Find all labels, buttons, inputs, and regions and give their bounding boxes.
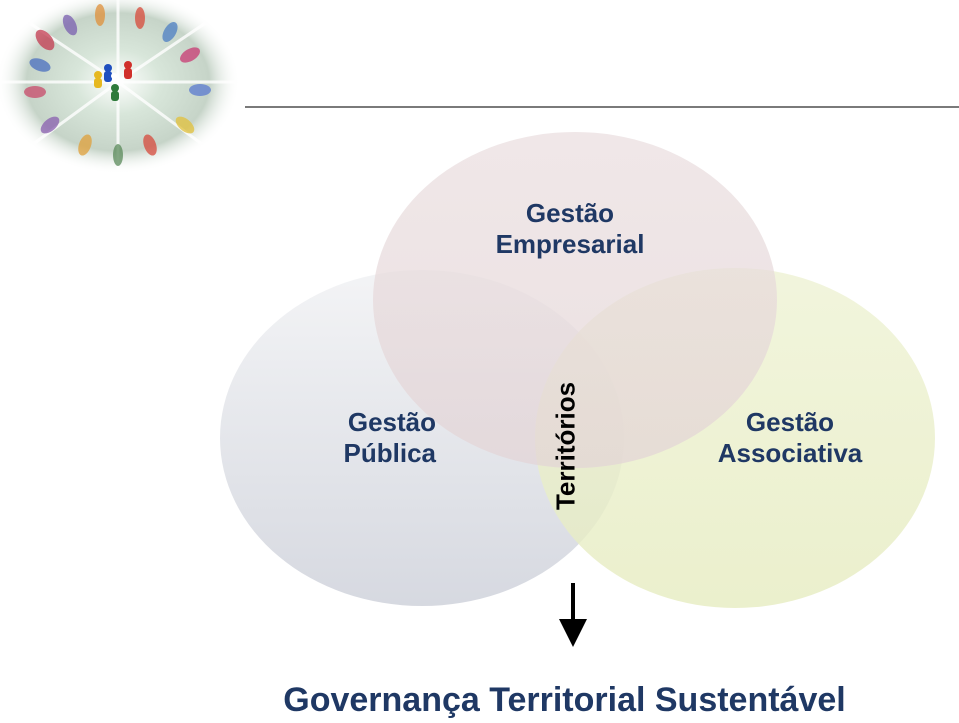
label-line: Pública xyxy=(343,438,436,468)
circle-gestao-empresarial xyxy=(373,132,777,468)
label-gestao-associativa: Gestão Associativa xyxy=(700,407,880,469)
puzzle-logo-image xyxy=(0,0,240,175)
label-line: Empresarial xyxy=(495,229,645,259)
label-line: Gestão xyxy=(745,407,835,437)
label-gestao-empresarial: Gestão Empresarial xyxy=(470,198,670,260)
header-divider xyxy=(245,106,959,108)
label-line: Associativa xyxy=(717,438,863,468)
arrow-down-icon xyxy=(559,583,587,647)
conclusion-title: Governança Territorial Sustentável xyxy=(283,681,846,719)
label-line: Gestão xyxy=(525,198,615,228)
label-line: Gestão xyxy=(347,407,436,437)
label-gestao-publica: Gestão Pública xyxy=(286,407,436,469)
center-label-territorios: Territórios xyxy=(550,381,581,511)
